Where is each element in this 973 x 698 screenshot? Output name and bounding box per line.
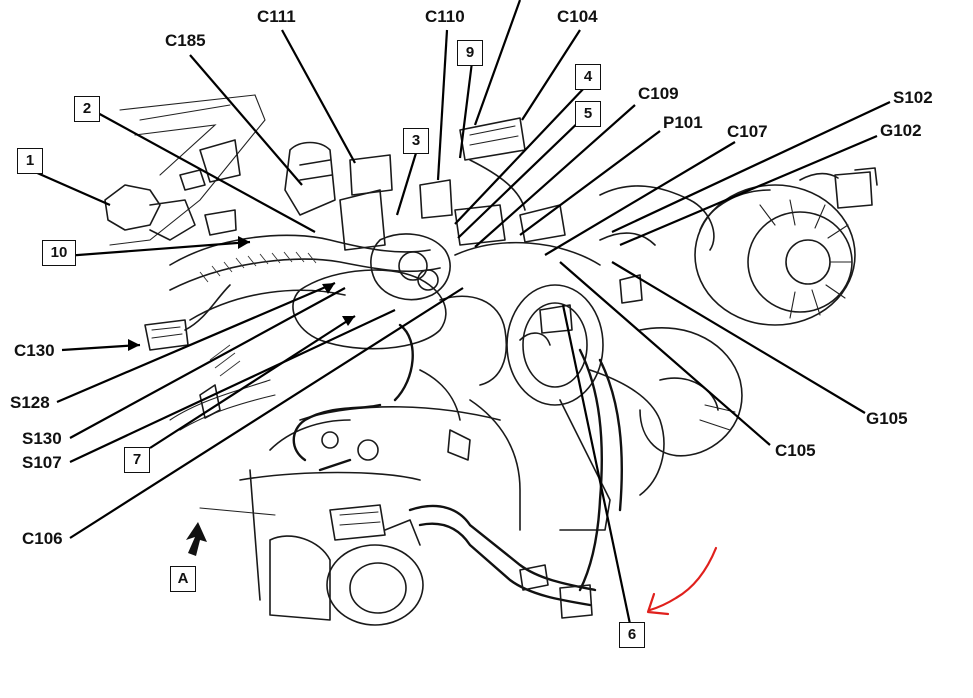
callout-box-1: 1 xyxy=(17,148,43,174)
callout-s130: S130 xyxy=(22,429,62,448)
view-label-a: A xyxy=(170,566,196,592)
callout-c104: C104 xyxy=(557,7,598,26)
callout-c110: C110 xyxy=(425,7,465,26)
callout-s102: S102 xyxy=(893,88,933,107)
callout-g102: G102 xyxy=(880,121,922,140)
callout-c105: C105 xyxy=(775,441,816,460)
callout-c107: C107 xyxy=(727,122,768,141)
callout-g105: G105 xyxy=(866,409,908,428)
callout-box-4: 4 xyxy=(575,64,601,90)
callout-c111: C111 xyxy=(257,7,296,26)
callout-p101: P101 xyxy=(663,113,703,132)
callout-box-2: 2 xyxy=(74,96,100,122)
callout-box-5: 5 xyxy=(575,101,601,127)
callout-c185: C185 xyxy=(165,31,206,50)
leader-lines xyxy=(34,0,891,625)
callout-s128: S128 xyxy=(10,393,50,412)
view-direction-arrow-icon xyxy=(186,522,207,556)
callout-box-7: 7 xyxy=(124,447,150,473)
callout-c109: C109 xyxy=(638,84,679,103)
callout-c130: C130 xyxy=(14,341,55,360)
red-hand-drawn-arrow-icon xyxy=(646,546,718,616)
callout-box-9: 9 xyxy=(457,40,483,66)
callout-s107: S107 xyxy=(22,453,62,472)
callout-box-3: 3 xyxy=(403,128,429,154)
callout-box-10: 10 xyxy=(42,240,76,266)
engine-line-art xyxy=(104,94,878,626)
callout-box-6: 6 xyxy=(619,622,645,648)
callout-c106: C106 xyxy=(22,529,63,548)
